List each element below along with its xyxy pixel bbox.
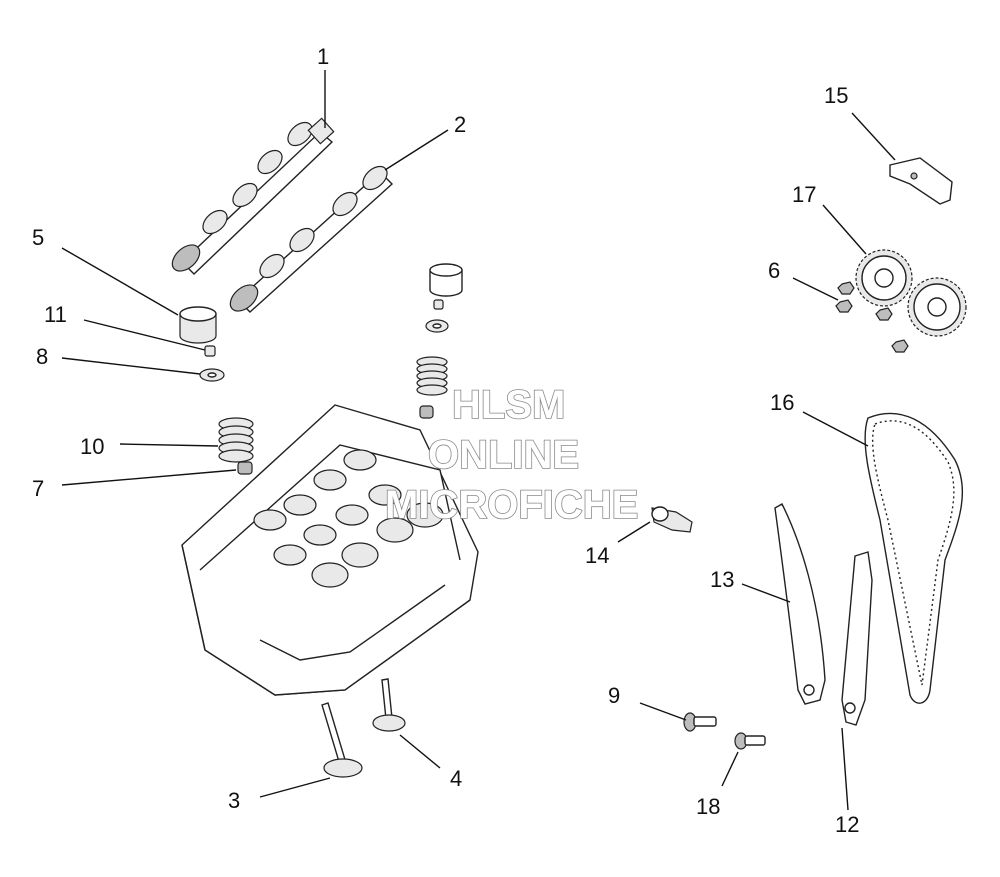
callout-9[interactable]: 9 — [608, 683, 620, 708]
spring-retainer-right[interactable] — [425, 319, 449, 333]
valve-stem-seal-left[interactable] — [237, 461, 253, 475]
callout-14[interactable]: 14 — [585, 543, 609, 568]
camshaft-exhaust[interactable] — [225, 162, 394, 316]
callout-12[interactable]: 12 — [835, 812, 859, 837]
callout-10[interactable]: 10 — [80, 434, 104, 459]
callout-18[interactable]: 18 — [696, 794, 720, 819]
chain-guide-tensioner-side[interactable] — [774, 503, 826, 705]
callout-2[interactable]: 2 — [454, 112, 466, 137]
leader-line-7 — [61, 469, 237, 486]
cam-timing-chain[interactable] — [864, 412, 964, 704]
spring-retainer-left[interactable] — [199, 368, 225, 382]
leader-line-8 — [61, 357, 201, 375]
cam-sprocket-exhaust[interactable] — [907, 277, 967, 337]
watermark-line-2: ONLINE — [428, 433, 579, 477]
leader-line-10 — [119, 443, 219, 447]
watermark-line-1: HLSM — [452, 383, 565, 427]
callout-15[interactable]: 15 — [824, 83, 848, 108]
cylinder-head[interactable] — [181, 404, 479, 696]
leader-line-5 — [61, 247, 179, 316]
watermark-line-3: MICROFICHE — [385, 483, 638, 527]
valve-tappet-left[interactable] — [179, 306, 217, 344]
callout-11[interactable]: 11 — [44, 302, 67, 327]
leader-line-11 — [83, 319, 206, 351]
leader-line-13 — [741, 583, 791, 603]
callout-16[interactable]: 16 — [770, 390, 794, 415]
sprocket-bolt-2[interactable] — [837, 281, 855, 295]
guide-mounting-bolt[interactable] — [734, 732, 766, 750]
leader-line-6 — [792, 277, 839, 301]
leader-line-15 — [851, 112, 896, 161]
callout-17[interactable]: 17 — [792, 182, 816, 207]
leader-line-16 — [802, 411, 869, 447]
valve-collet-right[interactable] — [433, 299, 444, 310]
valve-spring-right[interactable] — [416, 356, 448, 396]
sprocket-bolt-4[interactable] — [891, 339, 909, 353]
leader-line-12 — [841, 727, 849, 811]
callout-7[interactable]: 7 — [32, 476, 44, 501]
valve-spring-left[interactable] — [218, 417, 254, 463]
exhaust-valve[interactable] — [321, 702, 363, 778]
valve-collet-left[interactable] — [204, 345, 216, 357]
cam-sprocket-intake[interactable] — [855, 249, 913, 307]
guide-pivot-bolt[interactable] — [683, 712, 717, 732]
callout-13[interactable]: 13 — [710, 567, 734, 592]
intake-valve[interactable] — [372, 678, 406, 732]
leader-line-4 — [399, 734, 441, 769]
callout-5[interactable]: 5 — [32, 225, 44, 250]
chain-guide-fixed[interactable] — [841, 551, 873, 726]
chain-guide-bracket[interactable] — [889, 157, 953, 205]
leader-line-17 — [822, 204, 867, 255]
callout-4[interactable]: 4 — [450, 766, 462, 791]
leader-line-18 — [721, 751, 739, 787]
callout-8[interactable]: 8 — [36, 344, 48, 369]
callout-1[interactable]: 1 — [317, 44, 329, 69]
leader-line-14 — [617, 521, 651, 543]
sprocket-bolt-3[interactable] — [875, 307, 893, 321]
valve-tappet-right[interactable] — [429, 263, 463, 297]
camshaft-intake[interactable] — [167, 117, 335, 276]
leader-line-2 — [384, 129, 449, 171]
callout-3[interactable]: 3 — [228, 788, 240, 813]
valve-stem-seal-right[interactable] — [419, 405, 434, 419]
sprocket-bolt-1[interactable] — [835, 299, 853, 313]
cam-chain-tensioner[interactable] — [651, 506, 693, 533]
leader-line-3 — [259, 777, 331, 798]
leader-line-9 — [639, 702, 687, 721]
callout-6[interactable]: 6 — [768, 258, 780, 283]
